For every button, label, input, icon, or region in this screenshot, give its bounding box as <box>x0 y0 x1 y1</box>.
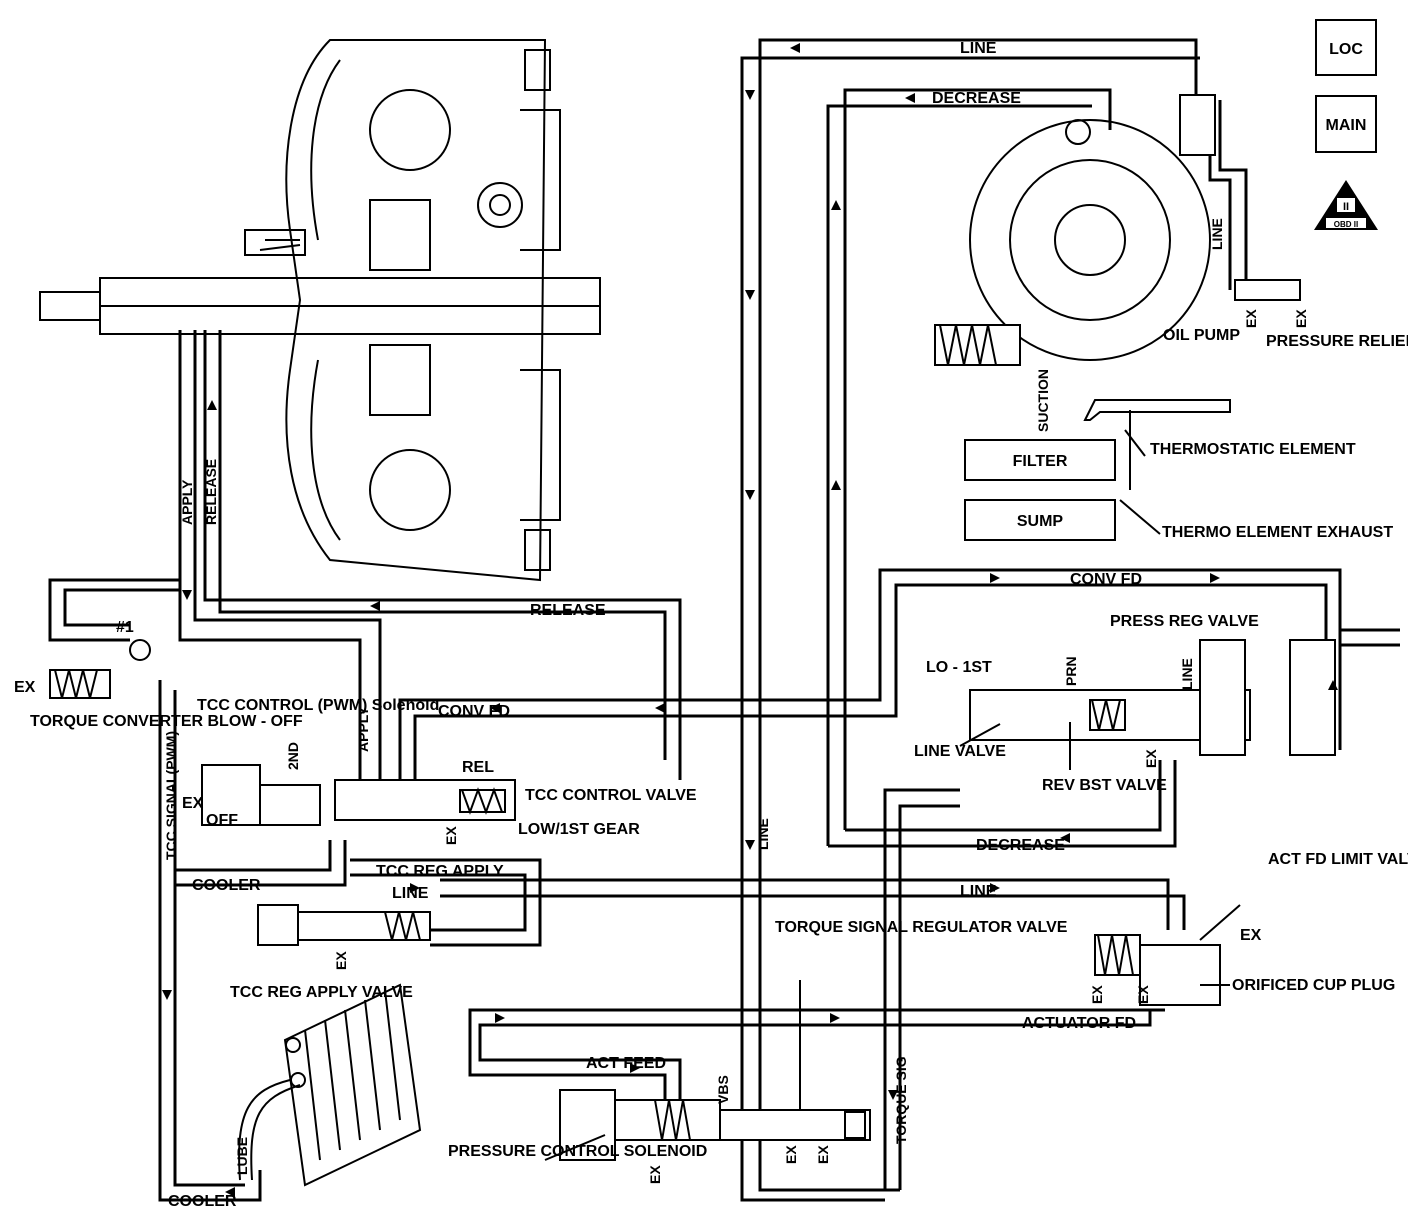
act-fd-limit-valve[interactable] <box>1094 934 1221 1006</box>
vbs-label: VBS <box>715 1075 731 1104</box>
release-label: RELEASE <box>203 459 219 525</box>
lo-1st-label: LO - 1ST <box>926 659 992 676</box>
limit-ex-label-1: EX <box>1240 927 1262 944</box>
tcc-reg-apply-label: TCC REG APPLY <box>376 863 504 880</box>
filter[interactable]: FILTER <box>964 439 1116 481</box>
apply-label: APPLY <box>179 479 195 525</box>
pressure-control-solenoid[interactable] <box>559 1089 721 1161</box>
prn-label: PRN <box>1063 656 1079 686</box>
pressure-relief-valve-label: PRESSURE RELIEF VALVE <box>1266 333 1408 350</box>
cooler-bottom-label: COOLER <box>168 1193 237 1210</box>
solenoid-off-label: OFF <box>206 812 238 829</box>
pressure-relief-valve[interactable] <box>1179 94 1301 301</box>
solenoid-ex-label: EX <box>182 795 204 812</box>
line-vertical-center-label: LINE <box>755 818 771 850</box>
decrease-top-label: DECREASE <box>932 90 1021 107</box>
blow-off-valve[interactable] <box>49 639 151 699</box>
conv-fd-mid-label: CONV FD <box>438 703 510 720</box>
act-feed-label: ACT FEED <box>586 1055 666 1072</box>
line-top-label: LINE <box>960 40 997 57</box>
flow-arrows <box>162 43 1338 1197</box>
check-ball-label: #1 <box>116 619 134 636</box>
filter-label: FILTER <box>1013 453 1068 470</box>
obd-numeral: II <box>1343 201 1349 213</box>
tsr-ex-label-2: EX <box>815 1145 831 1164</box>
decrease-bottom-label: DECREASE <box>976 837 1065 854</box>
blow-off-ex-label: EX <box>14 679 36 696</box>
tcc-control-valve[interactable] <box>334 779 516 821</box>
tsr-ex-label-1: EX <box>783 1145 799 1164</box>
torque-sig-label: TORQUE SIG <box>893 1056 909 1144</box>
low-1st-gear-label: LOW/1ST GEAR <box>518 821 640 838</box>
thermo-element-exhaust-label: THERMO ELEMENT EXHAUST <box>1162 524 1393 541</box>
pressure-control-solenoid-label: PRESSURE CONTROL SOLENOID <box>448 1143 707 1160</box>
press-reg-ex-label: EX <box>1143 749 1159 768</box>
tcc-reg-ex-label: EX <box>333 951 349 970</box>
tcc-control-ex-label: EX <box>443 826 459 845</box>
oil-pump[interactable] <box>934 119 1211 366</box>
thermostatic-element[interactable] <box>1083 399 1231 490</box>
tcc-signal-pwm-label: TCC SIGNAL(PWM) <box>163 731 179 860</box>
second-gear-label: 2ND <box>285 742 301 770</box>
line-pressure-regulator-valve[interactable] <box>969 639 1336 756</box>
press-reg-valve-label: PRESS REG VALVE <box>1110 613 1259 630</box>
tcc-control-solenoid[interactable] <box>201 764 321 826</box>
diagram-labels: LINE DECREASE LINE OIL PUMP EX EX PRESSU… <box>14 40 1408 1210</box>
limit-ex-label-3: EX <box>1135 985 1151 1004</box>
loc-badge[interactable]: LOC <box>1315 19 1377 76</box>
cooler-illustration <box>238 983 422 1187</box>
obd-text: OBD II <box>1334 220 1358 229</box>
lube-label: LUBE <box>234 1137 250 1175</box>
pcs-ex-label: EX <box>647 1165 663 1184</box>
line-mid-label: LINE <box>392 885 429 902</box>
apply-vertical-label: APPLY <box>355 706 371 752</box>
release-horizontal-label: RELEASE <box>530 602 606 619</box>
oil-pump-label: OIL PUMP <box>1163 327 1240 344</box>
thermostatic-element-label: THERMOSTATIC ELEMENT <box>1150 441 1356 458</box>
main-badge[interactable]: MAIN <box>1315 95 1377 153</box>
line-valve-label: LINE VALVE <box>914 743 1006 760</box>
orificed-cup-plug-label: ORIFICED CUP PLUG <box>1232 977 1395 994</box>
rel-label: REL <box>462 759 494 776</box>
tcc-control-valve-label: TCC CONTROL VALVE <box>525 787 697 804</box>
line-right-vertical-label: LINE <box>1209 218 1225 250</box>
sump-label: SUMP <box>1017 513 1064 530</box>
suction-label: SUCTION <box>1035 369 1051 432</box>
torque-converter-illustration <box>39 39 601 582</box>
line-right-label: LINE <box>960 883 997 900</box>
relief-ex-label-2: EX <box>1293 309 1309 328</box>
conv-fd-right-label: CONV FD <box>1070 571 1142 588</box>
tcc-reg-apply-valve[interactable] <box>257 904 431 946</box>
leader-lines <box>544 429 1241 1161</box>
hydraulic-lines <box>48 38 1400 1202</box>
cooler-label: COOLER <box>192 877 261 894</box>
act-fd-limit-valve-label: ACT FD LIMIT VALVE <box>1268 851 1408 868</box>
torque-signal-regulator-valve-label: TORQUE SIGNAL REGULATOR VALVE <box>775 919 1068 936</box>
sump[interactable]: SUMP <box>964 499 1116 541</box>
torque-converter-blow-off-label: TORQUE CONVERTER BLOW - OFF <box>30 713 303 730</box>
main-badge-text: MAIN <box>1326 117 1367 134</box>
tcc-reg-apply-valve-label: TCC REG APPLY VALVE <box>230 984 413 1001</box>
torque-signal-regulator-valve[interactable] <box>719 1109 871 1141</box>
relief-ex-label-1: EX <box>1243 309 1259 328</box>
tcc-control-solenoid-label: TCC CONTROL (PWM) Solenoid <box>197 697 439 714</box>
obd-warning-icon[interactable]: II OBD II <box>1314 180 1378 230</box>
loc-badge-text: LOC <box>1329 41 1363 58</box>
actuator-fd-label: ACTUATOR FD <box>1022 1015 1136 1032</box>
line-press-reg-label: LINE <box>1179 658 1195 690</box>
rev-bst-valve-label: REV BST VALVE <box>1042 777 1167 794</box>
limit-ex-label-2: EX <box>1089 985 1105 1004</box>
